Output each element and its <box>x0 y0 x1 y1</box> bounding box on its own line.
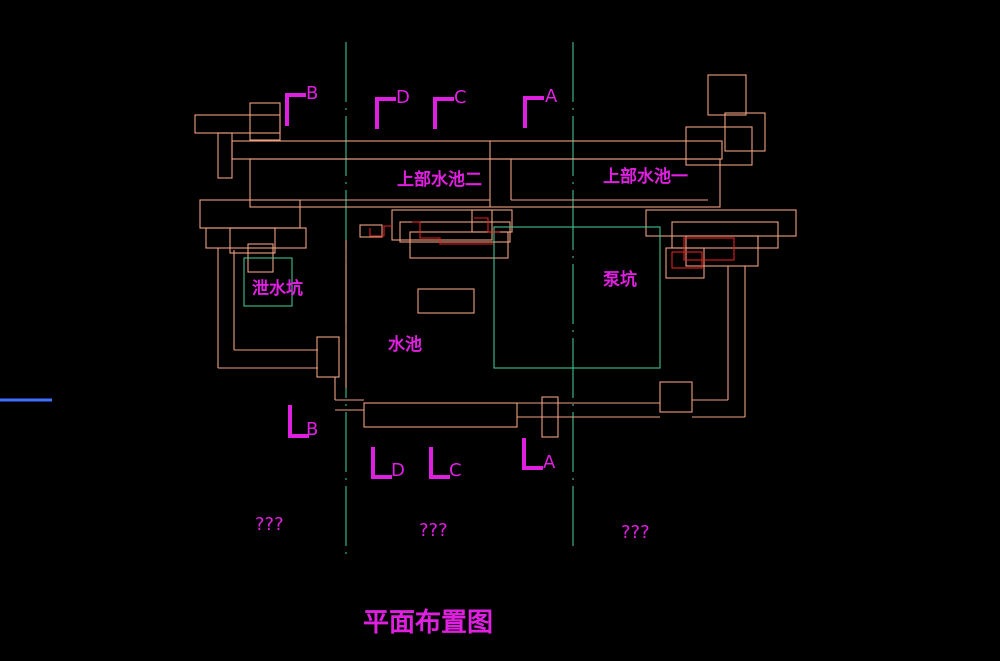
section-label-c-top: C <box>454 87 467 108</box>
section-label-a-bottom: A <box>543 452 556 473</box>
label-upper-pool-two: 上部水池二 <box>397 169 482 190</box>
label-pump-pit: 泵坑 <box>603 269 637 290</box>
section-label-a-top: A <box>545 86 558 107</box>
section-mark-c-top <box>433 97 454 129</box>
section-mark-c-bottom <box>429 447 450 479</box>
section-mark-d-bottom <box>371 447 392 479</box>
section-cut-marks <box>285 93 544 479</box>
structure-outlines <box>194 74 797 438</box>
section-mark-b-bottom <box>288 405 309 438</box>
section-mark-b-top <box>285 93 306 126</box>
section-label-d-bottom: D <box>391 460 405 481</box>
pump-pit-outline <box>493 226 661 369</box>
red-detail-lines <box>369 217 735 269</box>
section-label-b-top: B <box>306 83 318 104</box>
note-unreadable-center: ??? <box>419 520 448 541</box>
section-label-c-bottom: C <box>449 460 462 481</box>
label-upper-pool-one: 上部水池一 <box>603 166 688 187</box>
section-label-d-top: D <box>396 87 410 108</box>
note-unreadable-right: ??? <box>621 522 650 543</box>
section-mark-a-top <box>523 96 544 128</box>
note-unreadable-left: ??? <box>255 514 284 535</box>
section-mark-d-top <box>375 97 396 129</box>
section-label-b-bottom: B <box>306 419 318 440</box>
drain-pit-outline <box>243 257 293 307</box>
drawing-title: 平面布置图 <box>363 608 493 638</box>
section-mark-a-bottom <box>522 438 543 470</box>
label-pool: 水池 <box>388 334 422 355</box>
label-drain-pit: 泄水坑 <box>252 278 303 299</box>
